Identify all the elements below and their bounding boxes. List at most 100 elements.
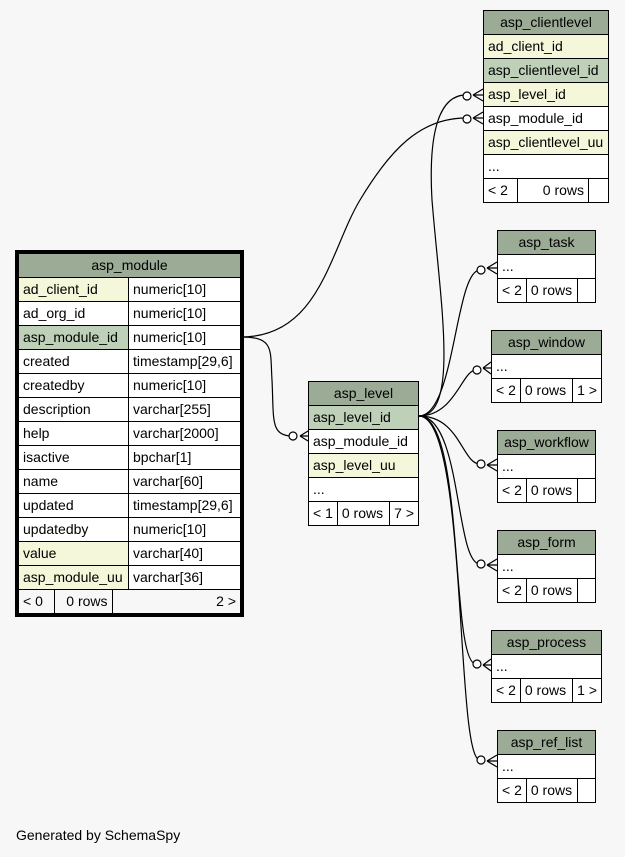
column-type: timestamp[29,6] [128,493,241,518]
more-columns: ... [497,454,596,479]
column-name: updatedby [18,517,129,542]
crowfoot [486,261,498,275]
column-type: varchar[60] [128,469,241,494]
column-type: numeric[10] [128,301,241,326]
parents-count[interactable]: < 2 [491,678,521,703]
optional-circle [472,659,482,669]
column-type: numeric[10] [128,373,241,398]
parents-count[interactable]: < 0 [19,590,55,613]
column-name: ad_org_id [18,301,129,326]
children-count[interactable]: 7 > [389,501,419,526]
primary-key-column: asp_module_id [18,325,129,350]
optional-circle [476,459,486,469]
column-name: ad_client_id [18,277,129,302]
row-count: 0 rows [54,590,113,613]
optional-circle [476,559,486,569]
children-count[interactable] [577,478,596,503]
table-title[interactable]: asp_clientlevel [483,10,609,35]
column-name: updated [18,493,129,518]
children-count[interactable] [577,578,596,603]
row-count: 0 rows [525,478,579,503]
column-type: numeric[10] [128,277,241,302]
more-columns: ... [308,477,419,502]
column-name: asp_module_uu [18,565,129,590]
column-name: value [18,541,129,566]
column-name: asp_level_id [483,82,609,107]
column-type: varchar[36] [128,565,241,590]
crowfoot [472,111,484,125]
primary-key-column: asp_clientlevel_id [483,58,609,83]
column-type: varchar[255] [128,397,241,422]
table-title[interactable]: asp_window [491,330,602,355]
column-name: created [18,349,129,374]
column-name: asp_level_uu [308,453,419,478]
column-type: numeric[10] [128,517,241,542]
row-count: 0 rows [525,578,579,603]
optional-circle [476,265,486,275]
table-title[interactable]: asp_module [18,253,241,278]
table-title[interactable]: asp_workflow [497,430,596,455]
children-count[interactable] [577,278,596,303]
column-name: asp_module_id [308,429,419,454]
crowfoot [486,458,498,472]
table-asp-ref-list[interactable]: asp_ref_list ... < 2 0 rows [497,730,596,803]
table-asp-task[interactable]: asp_task ... < 2 0 rows [497,230,596,303]
row-count: 0 rows [517,178,589,203]
parents-count[interactable]: < 2 [497,278,527,303]
rel-level-clientlevel [418,94,467,417]
crowfoot [482,361,492,375]
column-type: bpchar[1] [128,445,241,470]
column-type: timestamp[29,6] [128,349,241,374]
crowfoot [482,658,492,672]
table-asp-form[interactable]: asp_form ... < 2 0 rows [497,530,596,603]
parents-count[interactable]: < 2 [497,778,527,803]
table-asp-process[interactable]: asp_process ... < 2 0 rows 1 > [491,630,602,703]
column-name: ad_client_id [483,34,609,59]
row-count: 0 rows [336,501,391,526]
table-title[interactable]: asp_form [497,530,596,555]
column-type: numeric[10] [128,325,241,350]
more-columns: ... [497,754,596,779]
more-columns: ... [483,154,609,179]
crowfoot [486,754,498,768]
generated-by-footer[interactable]: Generated by SchemaSpy [16,827,181,843]
table-asp-clientlevel[interactable]: asp_clientlevel ad_client_id asp_clientl… [483,10,609,203]
optional-circle [476,755,486,765]
crowfoot [486,558,498,572]
parents-count[interactable]: < 1 [308,501,338,526]
children-count[interactable]: 2 > [112,590,240,613]
column-type: varchar[40] [128,541,241,566]
column-name: createdby [18,373,129,398]
rel-level-window [418,369,477,417]
parents-count[interactable]: < 2 [491,378,521,403]
children-count[interactable] [577,778,596,803]
optional-circle [462,114,472,124]
table-title[interactable]: asp_ref_list [497,730,596,755]
children-count[interactable]: 1 > [572,378,602,403]
rel-module-level [240,336,294,437]
more-columns: ... [491,354,602,379]
table-asp-window[interactable]: asp_window ... < 2 0 rows 1 > [491,330,602,403]
crowfoot [472,88,484,102]
table-footer: < 0 0 rows 2 > [18,589,241,614]
parents-count[interactable]: < 2 [497,478,527,503]
row-count: 0 rows [519,378,574,403]
table-title[interactable]: asp_task [497,230,596,255]
children-count[interactable]: 1 > [572,678,602,703]
rel-level-form [418,415,481,565]
crowfoot [299,430,309,442]
table-asp-level[interactable]: asp_level asp_level_id asp_module_id asp… [308,381,419,526]
rel-level-workflow [418,415,481,465]
column-name: help [18,421,129,446]
children-count[interactable] [588,178,609,203]
primary-key-column: asp_level_id [308,405,419,430]
more-columns: ... [497,554,596,579]
table-title[interactable]: asp_process [491,630,602,655]
table-asp-workflow[interactable]: asp_workflow ... < 2 0 rows [497,430,596,503]
parents-count[interactable]: < 2 [483,178,518,203]
table-title[interactable]: asp_level [308,381,419,406]
column-name: isactive [18,445,129,470]
row-count: 0 rows [525,778,579,803]
parents-count[interactable]: < 2 [497,578,527,603]
